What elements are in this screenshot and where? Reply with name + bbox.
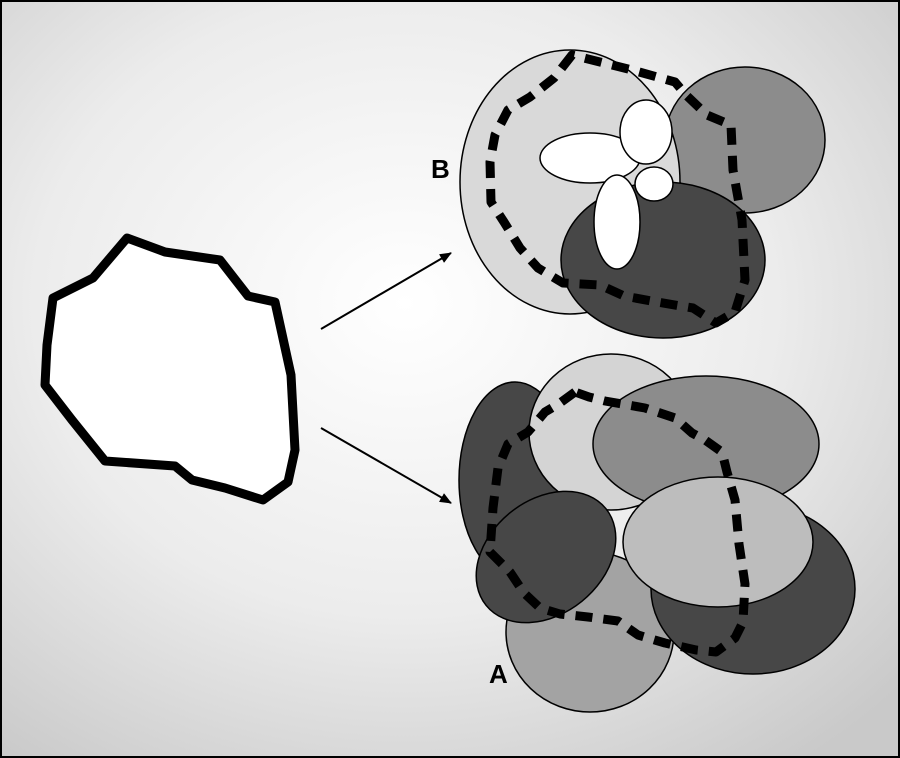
structure-b: B	[431, 49, 826, 339]
cavity-b-small	[634, 166, 674, 202]
unfolded-chain-outline	[40, 233, 300, 505]
chain-a-path	[485, 387, 750, 657]
structure-a: A	[458, 353, 856, 713]
cavity-b-vertical	[593, 174, 641, 270]
chain-b-path	[485, 50, 750, 328]
domain-a-center	[622, 476, 814, 608]
arrow-to-a	[320, 427, 452, 504]
cavity-b-top	[619, 99, 673, 165]
arrow-to-b	[320, 252, 452, 330]
label-b: B	[431, 154, 450, 184]
label-a: A	[489, 659, 508, 689]
domain-b-bottom	[560, 181, 766, 339]
domain-a-lower-left	[475, 490, 617, 624]
